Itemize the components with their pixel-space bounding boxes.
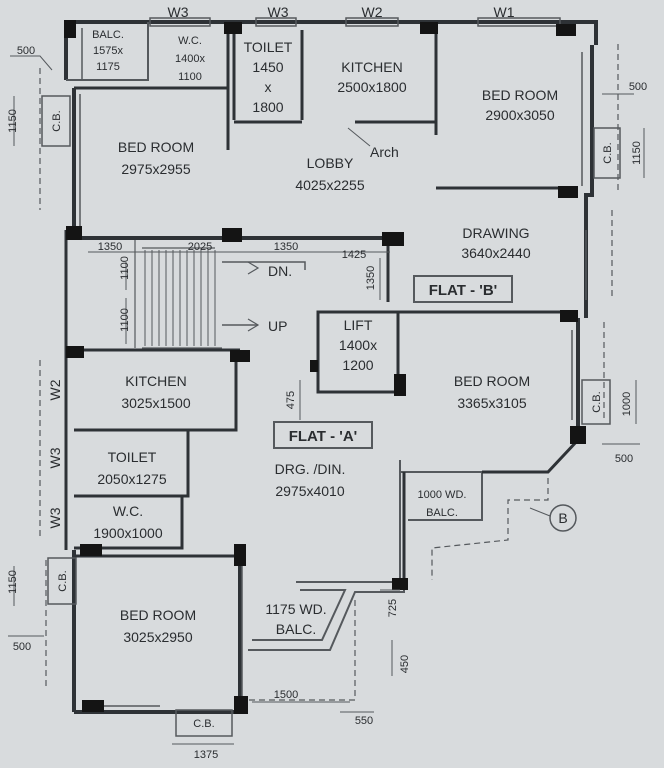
drg-din-dim: 2975x4010 [275, 483, 345, 499]
bedroom-mid-right-dim: 3365x3105 [457, 395, 527, 411]
drg-din-name: DRG. /DIN. [275, 461, 346, 477]
cb-label-4: C.B. [57, 570, 69, 591]
dim-500-right: 500 [615, 453, 633, 465]
dim-1150-bottom-left: 1150 [7, 570, 19, 594]
section-marker-circle [549, 504, 577, 532]
dim-1350-mid: 1350 [274, 241, 298, 253]
window-strips [104, 17, 587, 707]
columns [64, 20, 586, 714]
stair-down-label: DN. [268, 263, 292, 279]
dim-1350-vertical: 1350 [365, 266, 377, 290]
section-marker-label: B [558, 510, 567, 526]
balcony-top-name: BALC. [92, 29, 124, 41]
room-labels: BALC. 1575x 1175 W.C. 1400x 1100 TOILET … [92, 29, 558, 645]
bedroom-top-left-dim: 2975x2955 [121, 161, 191, 177]
balcony-bottom-label: BALC. [276, 621, 316, 637]
dim-500-bottom-left: 500 [13, 641, 31, 653]
kitchen-top-dim: 2500x1800 [337, 79, 407, 95]
stair-labels: DN. UP [268, 263, 292, 334]
bedroom-mid-right-name: BED ROOM [454, 373, 530, 389]
dim-550: 550 [355, 715, 373, 727]
dim-1100-lower: 1100 [119, 308, 131, 332]
dim-1500: 1500 [274, 689, 298, 701]
kitchen-top-name: KITCHEN [341, 59, 402, 75]
window-w2-label-top: W2 [362, 4, 383, 20]
flat-a-box [273, 421, 373, 449]
dim-1150-top-left: 1150 [7, 109, 19, 133]
staircase [134, 240, 306, 349]
dim-725: 725 [387, 599, 399, 617]
dim-450: 450 [399, 655, 411, 673]
dim-500-top-left: 500 [17, 45, 35, 57]
bedroom-bottom-left-dim: 3025x2950 [123, 629, 193, 645]
toilet-top-dim-2: x [265, 79, 272, 95]
dim-1150-top-right: 1150 [631, 141, 643, 165]
dim-1425: 1425 [342, 249, 366, 261]
stair-up-label: UP [268, 318, 287, 334]
window-w3-label-2: W3 [268, 4, 289, 20]
window-labels: W3 W3 W2 W1 W2 W3 W3 [47, 4, 515, 529]
toilet-a-name: TOILET [108, 449, 157, 465]
dim-1000: 1000 [621, 392, 633, 416]
dimension-labels: 500 1150 500 1150 1350 2025 1350 1425 13… [7, 45, 647, 761]
cupboard-labels: C.B. C.B. C.B. C.B. C.B. [51, 110, 614, 730]
cb-label-5: C.B. [193, 718, 214, 730]
lift-dim-2: 1200 [342, 357, 373, 373]
wc-top-dim-1: 1400x [175, 53, 205, 65]
lift-name: LIFT [344, 317, 373, 333]
cb-label-1: C.B. [51, 110, 63, 131]
balcony-bottom-name: 1175 WD. [265, 601, 326, 617]
bedroom-top-left-name: BED ROOM [118, 139, 194, 155]
window-w3-label-1: W3 [168, 4, 189, 20]
cb-label-2: C.B. [602, 142, 614, 163]
toilet-a-dim: 2050x1275 [97, 471, 167, 487]
kitchen-a-name: KITCHEN [125, 373, 186, 389]
balcony-top-dim-2: 1175 [96, 61, 120, 73]
flat-b-label: FLAT - 'B' [429, 282, 498, 299]
cupboards [41, 95, 621, 737]
flat-b-box [413, 275, 513, 303]
arch-label: Arch [370, 144, 399, 160]
window-w1-label: W1 [494, 4, 515, 20]
window-w3-label-left-2: W3 [47, 507, 63, 528]
bedroom-top-right-name: BED ROOM [482, 87, 558, 103]
balcony-right-name: 1000 WD. [418, 489, 467, 501]
lift-dim-1: 1400x [339, 337, 377, 353]
wc-top-dim-2: 1100 [178, 71, 202, 83]
flat-a-label: FLAT - 'A' [289, 428, 358, 445]
balcony-right-label: BALC. [426, 507, 458, 519]
toilet-top-dim-1: 1450 [252, 59, 283, 75]
bedroom-top-right-dim: 2900x3050 [485, 107, 555, 123]
cb-label-3: C.B. [591, 391, 603, 412]
drawing-dim: 3640x2440 [461, 245, 531, 261]
lobby-dim: 4025x2255 [295, 177, 365, 193]
toilet-top-name: TOILET [244, 39, 293, 55]
balcony-top-dim-1: 1575x [93, 45, 123, 57]
dim-2025: 2025 [188, 241, 212, 253]
toilet-top-dim-3: 1800 [252, 99, 283, 115]
dim-500-top-right: 500 [629, 81, 647, 93]
window-w3-label-left-1: W3 [47, 447, 63, 468]
dim-1375: 1375 [194, 749, 218, 761]
kitchen-a-dim: 3025x1500 [121, 395, 191, 411]
wc-a-name: W.C. [113, 503, 143, 519]
dimension-lines [8, 55, 645, 745]
bedroom-bottom-left-name: BED ROOM [120, 607, 196, 623]
wc-top-name: W.C. [178, 35, 202, 47]
window-w2-label-left: W2 [47, 379, 63, 400]
lobby-name: LOBBY [307, 155, 354, 171]
dashed-outlines [39, 44, 619, 701]
dim-1350-left: 1350 [98, 241, 122, 253]
dim-1100-upper: 1100 [119, 256, 131, 280]
drawing-name: DRAWING [462, 225, 529, 241]
flat-labels: FLAT - 'B' FLAT - 'A' [289, 282, 498, 445]
dim-475: 475 [285, 391, 297, 409]
wc-a-dim: 1900x1000 [93, 525, 163, 541]
